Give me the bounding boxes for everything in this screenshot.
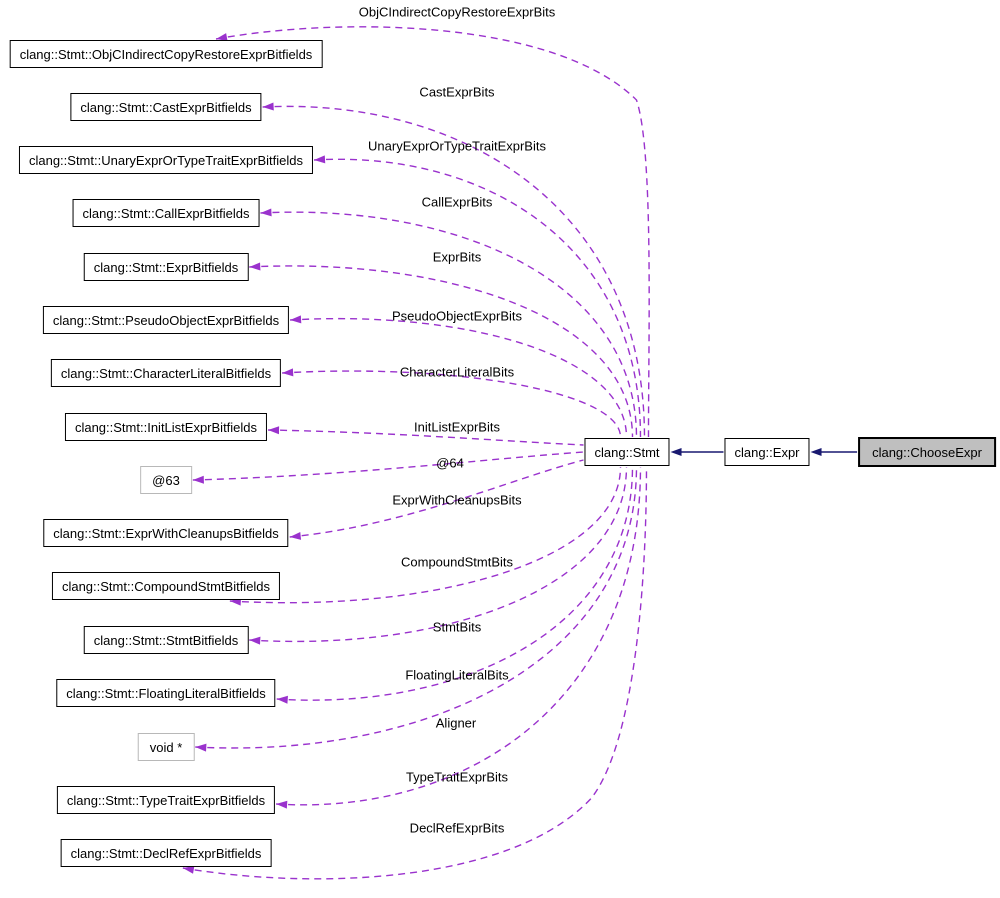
node-expr-bitfields[interactable]: clang::Stmt::ExprBitfields (83, 253, 249, 281)
node-unary-expr-or-type-trait-expr-bitfields[interactable]: clang::Stmt::UnaryExprOrTypeTraitExprBit… (18, 146, 314, 174)
edge-label-character-literal-bits: CharacterLiteralBits (399, 364, 515, 380)
usage-edge-path-3 (260, 211, 638, 438)
usage-edge-arrowhead-1 (262, 102, 274, 111)
inheritance-edge-arrowhead-chooseexpr-to-expr (810, 448, 822, 456)
node-character-literal-bitfields[interactable]: clang::Stmt::CharacterLiteralBitfields (50, 359, 282, 387)
node-type-trait-expr-bitfields[interactable]: clang::Stmt::TypeTraitExprBitfields (56, 786, 276, 814)
node-anonymous-63: @63 (140, 466, 192, 494)
usage-edge-arrowhead-6 (282, 368, 294, 377)
usage-edge-arrowhead-4 (249, 262, 261, 271)
edge-label-init-list-expr-bits: InitListExprBits (414, 419, 500, 435)
edge-label-call-expr-bits: CallExprBits (421, 194, 493, 210)
edge-label-stmt-bits: StmtBits (432, 619, 482, 635)
node-void-pointer: void * (137, 733, 195, 761)
usage-edge-arrowhead-11 (249, 636, 261, 645)
usage-edge-arrowhead-2 (314, 155, 326, 164)
edge-label-aligner: Aligner (435, 715, 477, 731)
node-objc-indirect-copy-restore-expr-bitfields[interactable]: clang::Stmt::ObjCIndirectCopyRestoreExpr… (9, 40, 323, 68)
usage-edge-path-1 (262, 105, 646, 438)
usage-edge-arrowhead-7 (268, 426, 280, 435)
edge-label-cast-expr-bits: CastExprBits (419, 84, 495, 100)
edge-label-expr-with-cleanups-bits: ExprWithCleanupsBits (392, 492, 522, 508)
node-compound-stmt-bitfields[interactable]: clang::Stmt::CompoundStmtBitfields (51, 572, 281, 600)
node-stmt-bitfields[interactable]: clang::Stmt::StmtBitfields (83, 626, 249, 654)
usage-edge-arrowhead-3 (260, 208, 272, 217)
edge-label-unary-expr-or-type-trait-expr-bits: UnaryExprOrTypeTraitExprBits (368, 138, 546, 154)
node-clang-expr[interactable]: clang::Expr (724, 438, 810, 466)
usage-edge-path-8 (192, 451, 584, 481)
node-decl-ref-expr-bitfields[interactable]: clang::Stmt::DeclRefExprBitfields (60, 839, 272, 867)
edge-label-objc-indirect-copy-restore-expr-bits: ObjCIndirectCopyRestoreExprBits (358, 4, 556, 20)
edge-label-type-trait-expr-bits: TypeTraitExprBits (405, 769, 509, 785)
edge-label-expr-bits: ExprBits (432, 249, 482, 265)
usage-edge-arrowhead-12 (276, 695, 288, 704)
node-cast-expr-bitfields[interactable]: clang::Stmt::CastExprBitfields (70, 93, 262, 121)
edge-label-at-64: @64 (436, 455, 464, 471)
edge-label-compound-stmt-bits: CompoundStmtBits (401, 554, 513, 570)
node-clang-choose-expr: clang::ChooseExpr (858, 437, 996, 467)
edge-label-pseudo-object-expr-bits: PseudoObjectExprBits (391, 308, 523, 324)
inheritance-edge-arrowhead-expr-to-stmt (670, 448, 682, 456)
edge-label-floating-literal-bits: FloatingLiteralBits (405, 667, 509, 683)
node-pseudo-object-expr-bitfields[interactable]: clang::Stmt::PseudoObjectExprBitfields (42, 306, 290, 334)
usage-edge-arrowhead-8 (192, 475, 204, 484)
usage-edge-path-4 (249, 265, 634, 438)
usage-edge-path-14 (276, 466, 642, 806)
node-expr-with-cleanups-bitfields[interactable]: clang::Stmt::ExprWithCleanupsBitfields (43, 519, 289, 547)
usage-edge-arrowhead-14 (276, 800, 288, 809)
node-clang-stmt[interactable]: clang::Stmt (584, 438, 670, 466)
usage-edge-arrowhead-5 (290, 315, 302, 324)
usage-edge-arrowhead-13 (195, 743, 207, 752)
node-init-list-expr-bitfields[interactable]: clang::Stmt::InitListExprBitfields (64, 413, 268, 441)
usage-edge-arrowhead-9 (289, 531, 302, 540)
node-floating-literal-bitfields[interactable]: clang::Stmt::FloatingLiteralBitfields (56, 679, 276, 707)
node-call-expr-bitfields[interactable]: clang::Stmt::CallExprBitfields (72, 199, 260, 227)
edge-label-decl-ref-expr-bits: DeclRefExprBits (409, 820, 505, 836)
usage-edge-arrowhead-15 (182, 865, 195, 874)
